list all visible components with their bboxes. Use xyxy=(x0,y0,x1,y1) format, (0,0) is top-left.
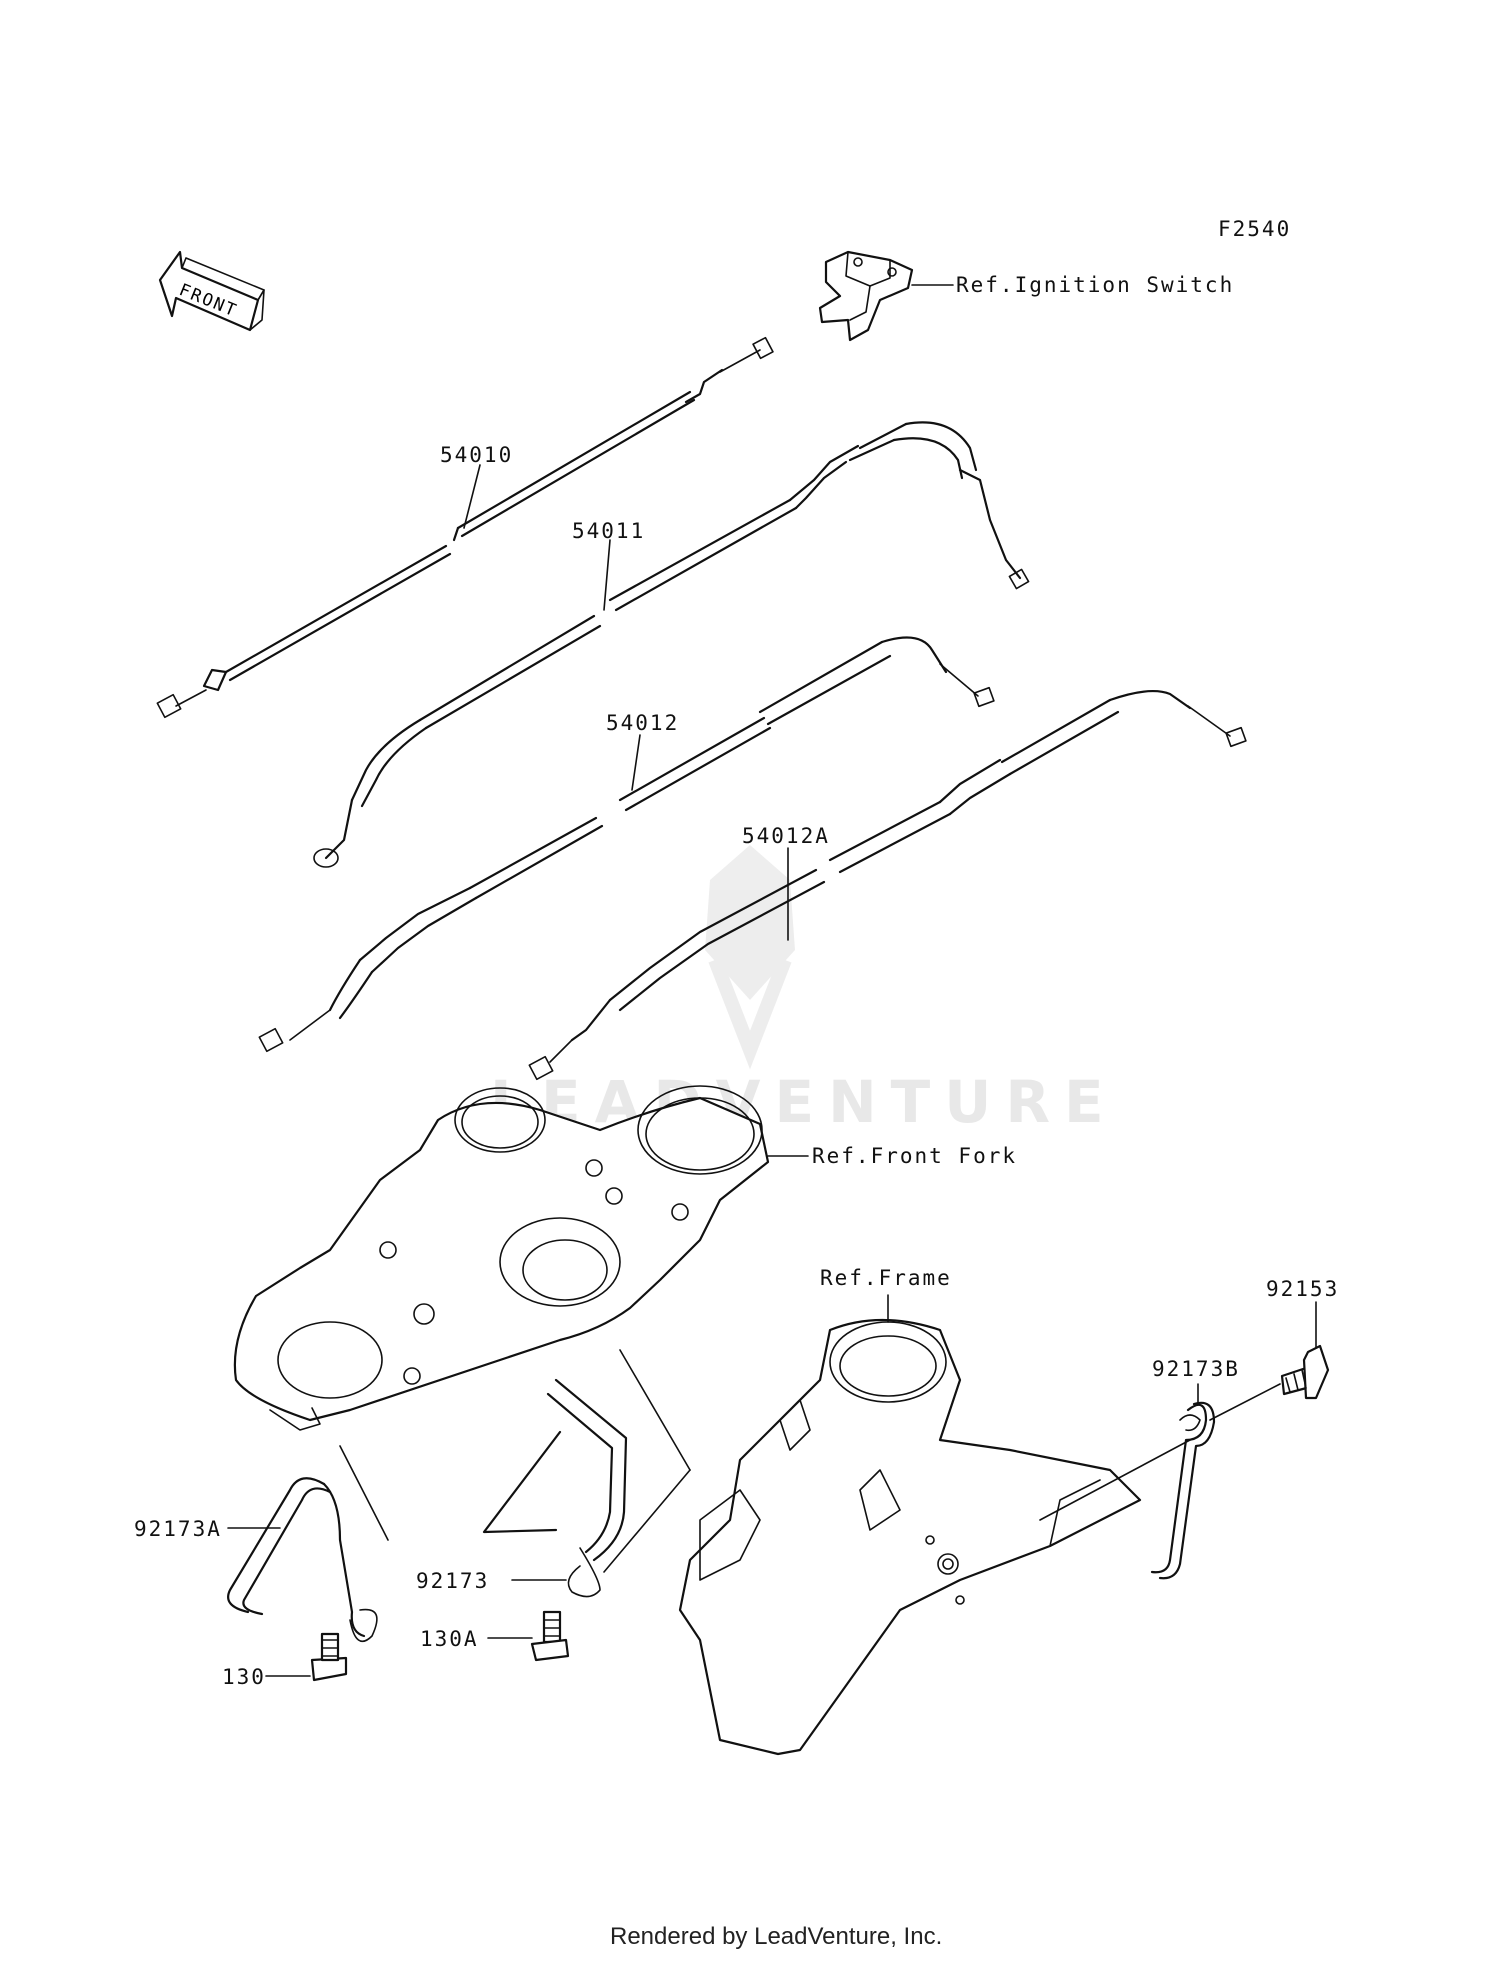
label-54010: 54010 xyxy=(440,443,513,467)
label-92173B: 92173B xyxy=(1152,1357,1240,1381)
cable-54010 xyxy=(156,336,774,719)
watermark-text: LEADVENTURE xyxy=(490,1068,1118,1136)
bolt-130A xyxy=(530,1610,570,1662)
leader-54011 xyxy=(603,539,611,611)
label-92173: 92173 xyxy=(416,1569,489,1593)
label-92173A: 92173A xyxy=(134,1517,222,1541)
ref-ignition-switch-label: Ref.Ignition Switch xyxy=(956,273,1234,297)
front-fork-triple-clamp xyxy=(233,1085,809,1431)
label-54012A: 54012A xyxy=(742,824,830,848)
cable-54011 xyxy=(313,421,1030,868)
cable-guide-92173A xyxy=(227,1445,389,1643)
label-92153: 92153 xyxy=(1266,1277,1339,1301)
footer-credit: Rendered by LeadVenture, Inc. xyxy=(610,1923,942,1950)
watermark: LEADVENTURE xyxy=(490,845,1118,1136)
diagram-code: F2540 xyxy=(1218,217,1291,241)
bolt-92153 xyxy=(1280,1301,1330,1400)
label-54011: 54011 xyxy=(572,519,645,543)
label-130A: 130A xyxy=(420,1627,479,1651)
ignition-switch-bracket xyxy=(818,250,954,342)
leader-54012 xyxy=(631,734,641,791)
ref-frame-label: Ref.Frame xyxy=(820,1266,952,1290)
cable-guide-92173 xyxy=(482,1349,691,1598)
label-130: 130 xyxy=(222,1665,266,1689)
leader-54010 xyxy=(463,464,481,529)
cable-54012 xyxy=(258,636,995,1053)
bolt-130 xyxy=(310,1632,348,1682)
label-54012: 54012 xyxy=(606,711,679,735)
frame-head xyxy=(678,1294,1142,1756)
cable-guide-92173B xyxy=(1039,1383,1281,1580)
cable-54012A xyxy=(528,689,1247,1081)
ref-front-fork-label: Ref.Front Fork xyxy=(812,1144,1017,1168)
front-arrow-icon: FRONT xyxy=(158,250,265,332)
